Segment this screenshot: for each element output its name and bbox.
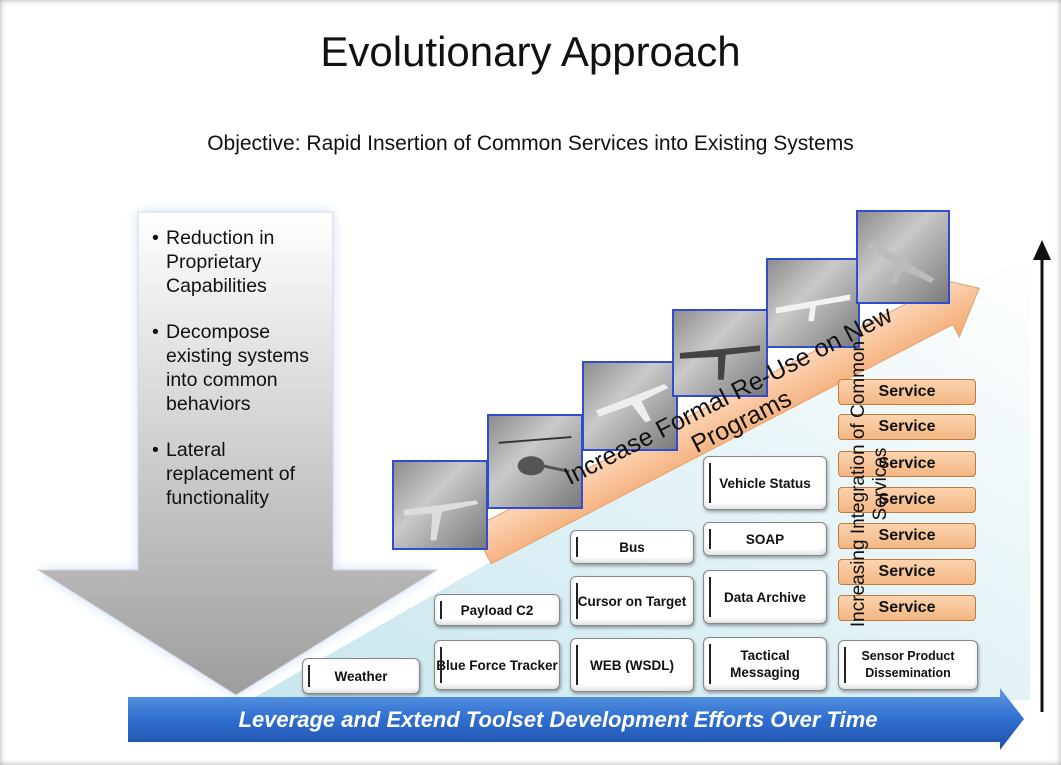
bottom-arrow-label: Leverage and Extend Toolset Development … (238, 707, 878, 732)
page-title: Evolutionary Approach (320, 28, 741, 75)
bullet-text: Reduction in Proprietary Capabilities (166, 227, 275, 297)
vertical-arrow (1033, 240, 1051, 712)
data-archive-chip: Data Archive (703, 570, 827, 624)
service-box: Service (838, 559, 976, 585)
service-box: Service (838, 451, 976, 477)
bus-chip: Bus (570, 530, 694, 564)
aircraft-icon (775, 294, 851, 322)
tactical-messaging-chip: Tactical Messaging (703, 637, 827, 691)
uav-photo-6 (856, 210, 950, 304)
bullet-item: • Lateral replacement of functionality (152, 438, 322, 510)
service-box: Service (838, 523, 976, 549)
page-subtitle: Objective: Rapid Insertion of Common Ser… (207, 132, 854, 155)
weather-chip: Weather (302, 658, 420, 694)
bottom-arrow-shape (128, 688, 1024, 750)
helicopter-uav-photo (487, 414, 583, 509)
service-box: Service (838, 595, 976, 621)
predator-uav-photo (672, 309, 768, 397)
bullet-item: • Reduction in Proprietary Capabilities (152, 226, 322, 298)
bullet-text: Lateral replacement of functionality (166, 439, 295, 509)
bullet-dot: • (152, 321, 159, 343)
vertical-axis-label: Increasing Integration of Common Service… (848, 340, 891, 628)
service-box: Service (838, 414, 976, 440)
payload-c2-chip: Payload C2 (434, 594, 560, 626)
aircraft-icon (867, 240, 935, 285)
aircraft-icon (679, 345, 761, 380)
blue-force-tracker-chip: Blue Force Tracker (434, 640, 560, 690)
bullet-list: • Reduction in Proprietary Capabilities … (152, 226, 322, 532)
vehicle-status-chip: Vehicle Status (703, 456, 827, 510)
service-box: Service (838, 487, 976, 513)
uav-photo-1 (392, 460, 488, 550)
helicopter-icon (498, 436, 572, 476)
aircraft-icon (403, 500, 479, 541)
web-wsdl-chip: WEB (WSDL) (570, 638, 694, 692)
down-arrow (36, 211, 439, 696)
aircraft-icon (595, 384, 669, 423)
uav-photo-3 (582, 361, 678, 451)
sensor-product-dissemination-chip: Sensor Product Dissemination (838, 640, 978, 690)
service-box: Service (838, 379, 976, 405)
soap-chip: SOAP (703, 522, 827, 556)
cursor-on-target-chip: Cursor on Target (570, 576, 694, 626)
bullet-item: • Decompose existing systems into common… (152, 320, 322, 416)
bullet-text: Decompose existing systems into common b… (166, 321, 310, 415)
bullet-dot: • (152, 439, 159, 461)
bullet-dot: • (152, 227, 159, 249)
small-uav-photo (766, 258, 860, 348)
